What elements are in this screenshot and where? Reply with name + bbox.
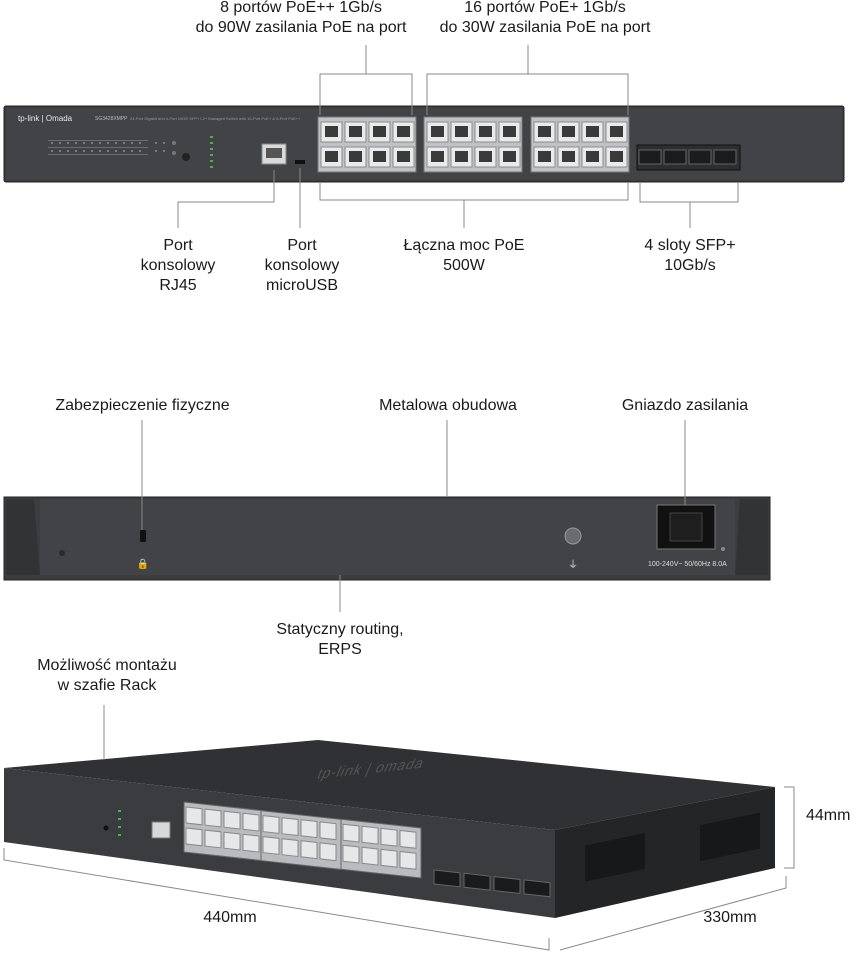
reset-button	[182, 153, 190, 161]
rj45-port-blocks	[317, 116, 630, 173]
callout-line: konsolowy	[264, 257, 340, 274]
perspective-port	[399, 829, 417, 849]
perspective-port	[319, 821, 337, 841]
perspective-port	[300, 840, 318, 860]
sfp-slot	[663, 149, 687, 165]
perspective-port	[399, 850, 417, 870]
callout-line: do 30W zasilania PoE na port	[439, 19, 651, 36]
perspective-port	[185, 827, 203, 847]
perspective-port	[463, 872, 491, 891]
lock-icon: 🔒	[137, 558, 149, 570]
perspective-port	[185, 806, 203, 826]
callout-line: 4 sloty SFP+	[644, 237, 736, 254]
perspective-port	[319, 842, 337, 862]
callout-line: Łączna moc PoE	[403, 237, 525, 254]
perspective-port	[493, 876, 521, 895]
perspective-port	[223, 810, 241, 830]
dim-width: 440mm	[203, 909, 257, 926]
callout-line: 8 portów PoE++ 1Gb/s	[220, 0, 382, 16]
front-model-desc: 24-Port Gigabit and 4-Port 10GE SFP+ L2+…	[130, 116, 301, 121]
perspective-port	[433, 869, 461, 888]
callout-poe-plus: 16 portów PoE+ 1Gb/s do 30W zasilania Po…	[430, 0, 660, 38]
callout-routing: Statyczny routing, ERPS	[250, 620, 430, 660]
front-model: SG3428XMPP	[95, 116, 128, 122]
dim-depth: 330mm	[703, 909, 757, 926]
front-brand: tp-link | Omada	[18, 114, 73, 123]
sfp-slot	[713, 149, 737, 165]
perspective-port	[242, 833, 260, 853]
perspective-port	[281, 817, 299, 837]
callout-sfp: 4 sloty SFP+ 10Gb/s	[620, 236, 760, 276]
callout-line: ERPS	[318, 641, 362, 658]
sfp-slot	[688, 149, 712, 165]
perspective-port	[361, 846, 379, 866]
dim-height: 44mm	[806, 807, 851, 824]
sfp-slots	[636, 144, 741, 171]
perspective-port	[361, 825, 379, 845]
callout-console-rj45: Port konsolowy RJ45	[128, 236, 228, 296]
callout-console-usb: Port konsolowy microUSB	[250, 236, 354, 296]
callout-line: Statyczny routing,	[276, 621, 404, 638]
callout-rack: Możliwość montażu w szafie Rack	[22, 656, 192, 696]
callout-line: w szafie Rack	[57, 677, 157, 694]
callout-line: Port	[163, 237, 193, 254]
perspective-port	[380, 827, 398, 847]
perspective-port	[223, 831, 241, 851]
callout-line: 500W	[443, 257, 485, 274]
callout-line: Port	[287, 237, 317, 254]
callout-metal: Metalowa obudowa	[379, 397, 517, 414]
perspective-port	[342, 823, 360, 843]
ground-screw	[564, 527, 582, 545]
power-rating: 100-240V~ 50/60Hz 8.0A	[648, 561, 727, 568]
callout-line: RJ45	[159, 277, 197, 294]
perspective-port	[204, 808, 222, 828]
ground-icon: ⏚	[568, 559, 578, 571]
perspective-port	[242, 812, 260, 832]
sfp-slot	[638, 149, 662, 165]
perspective-port	[262, 836, 280, 855]
perspective-port	[300, 819, 318, 839]
callout-line: 10Gb/s	[664, 257, 716, 274]
rear-panel: 🔒 ⏚	[3, 496, 771, 581]
callout-power: Gniazdo zasilania	[621, 397, 749, 414]
callout-line: do 90W zasilania PoE na port	[195, 19, 407, 36]
perspective-port	[281, 838, 299, 858]
security-slot	[140, 530, 146, 542]
callout-poe-plus-plus: 8 portów PoE++ 1Gb/s do 90W zasilania Po…	[186, 0, 416, 38]
switch-perspective	[4, 740, 775, 918]
perspective-port	[380, 848, 398, 868]
callout-line: konsolowy	[140, 257, 216, 274]
callout-security: Zabezpieczenie fizyczne	[55, 397, 230, 414]
callout-poe-budget: Łączna moc PoE 500W	[384, 236, 544, 276]
perspective-port	[262, 815, 280, 834]
console-microusb-port	[295, 160, 305, 164]
perspective-port	[342, 844, 360, 864]
callout-line: 16 portów PoE+ 1Gb/s	[464, 0, 626, 16]
perspective-port	[204, 829, 222, 849]
callout-line: microUSB	[265, 277, 338, 294]
callout-line: Możliwość montażu	[37, 657, 177, 674]
perspective-port	[523, 879, 551, 898]
